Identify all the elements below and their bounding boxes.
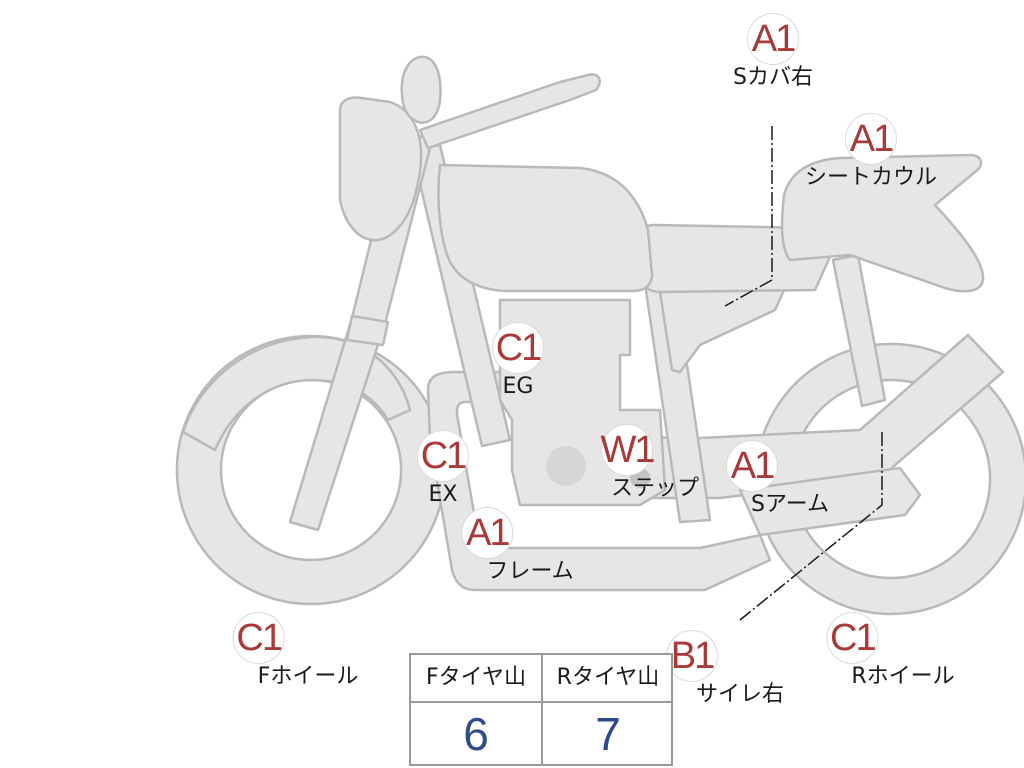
exhaust-pipe-shape — [426, 370, 772, 592]
rear-tire-header: Rタイヤ山 — [556, 665, 660, 690]
grade-badge: B1 — [665, 630, 718, 682]
callout-front-wheel[interactable]: C1 Fホイール — [232, 612, 359, 690]
rear-tire-value: 7 — [595, 708, 621, 760]
grade-badge: C1 — [826, 612, 879, 664]
callout-seat-cowl[interactable]: A1 シートカウル — [805, 113, 937, 191]
handlebar-shape — [418, 73, 601, 150]
callout-swing-arm[interactable]: A1 Sアーム — [726, 440, 829, 518]
tire-tread-table: Fタイヤ山 Rタイヤ山 6 7 — [409, 653, 673, 766]
part-label: Fホイール — [257, 664, 359, 689]
callout-frame[interactable]: A1 フレーム — [461, 507, 574, 585]
callout-step[interactable]: W1 ステップ — [600, 424, 700, 502]
front-tire-value: 6 — [463, 708, 489, 760]
rear-wheel-shape — [754, 342, 1024, 616]
grade-badge: C1 — [232, 612, 285, 664]
grade-badge: A1 — [844, 113, 897, 165]
rear-shock-shape — [831, 253, 887, 408]
mirror-shape — [400, 55, 442, 124]
callout-rear-wheel[interactable]: C1 Rホイール — [826, 612, 955, 690]
callout-s-cover-right[interactable]: A1 Sカバ右 — [733, 13, 813, 91]
grade-badge: C1 — [417, 430, 469, 482]
part-label: シートカウル — [804, 165, 938, 190]
callout-silencer-right[interactable]: B1 サイレ右 — [665, 630, 785, 708]
grade-badge: C1 — [492, 322, 544, 374]
swing-arm-shape — [626, 333, 1005, 500]
engine-cover-shape — [546, 446, 586, 486]
seat-cowl-shape — [780, 153, 985, 293]
grade-badge: A1 — [747, 13, 799, 65]
grade-badge: W1 — [600, 424, 655, 476]
grade-badge: A1 — [726, 440, 778, 492]
part-label: Sカバ右 — [733, 65, 813, 90]
part-label: サイレ右 — [695, 682, 785, 707]
part-label: EG — [502, 374, 534, 399]
part-label: ステップ — [610, 476, 700, 501]
fork-cover-shape — [345, 314, 390, 347]
silencer-shape — [738, 466, 922, 537]
leader-line — [724, 126, 773, 307]
fuel-tank-shape — [437, 163, 654, 293]
part-label: Rホイール — [851, 664, 955, 689]
headlight-shape — [338, 96, 423, 242]
grade-badge: A1 — [461, 507, 514, 559]
leader-line — [739, 432, 883, 621]
front-tire-header: Fタイヤ山 — [426, 665, 526, 690]
side-cover-shape — [658, 286, 787, 374]
callout-engine[interactable]: C1 EG — [492, 322, 544, 400]
part-label: EX — [428, 482, 458, 507]
table-divider — [541, 655, 543, 766]
callout-exhaust[interactable]: C1 EX — [417, 430, 469, 508]
part-label: Sアーム — [751, 492, 829, 517]
part-label: フレーム — [486, 559, 574, 584]
